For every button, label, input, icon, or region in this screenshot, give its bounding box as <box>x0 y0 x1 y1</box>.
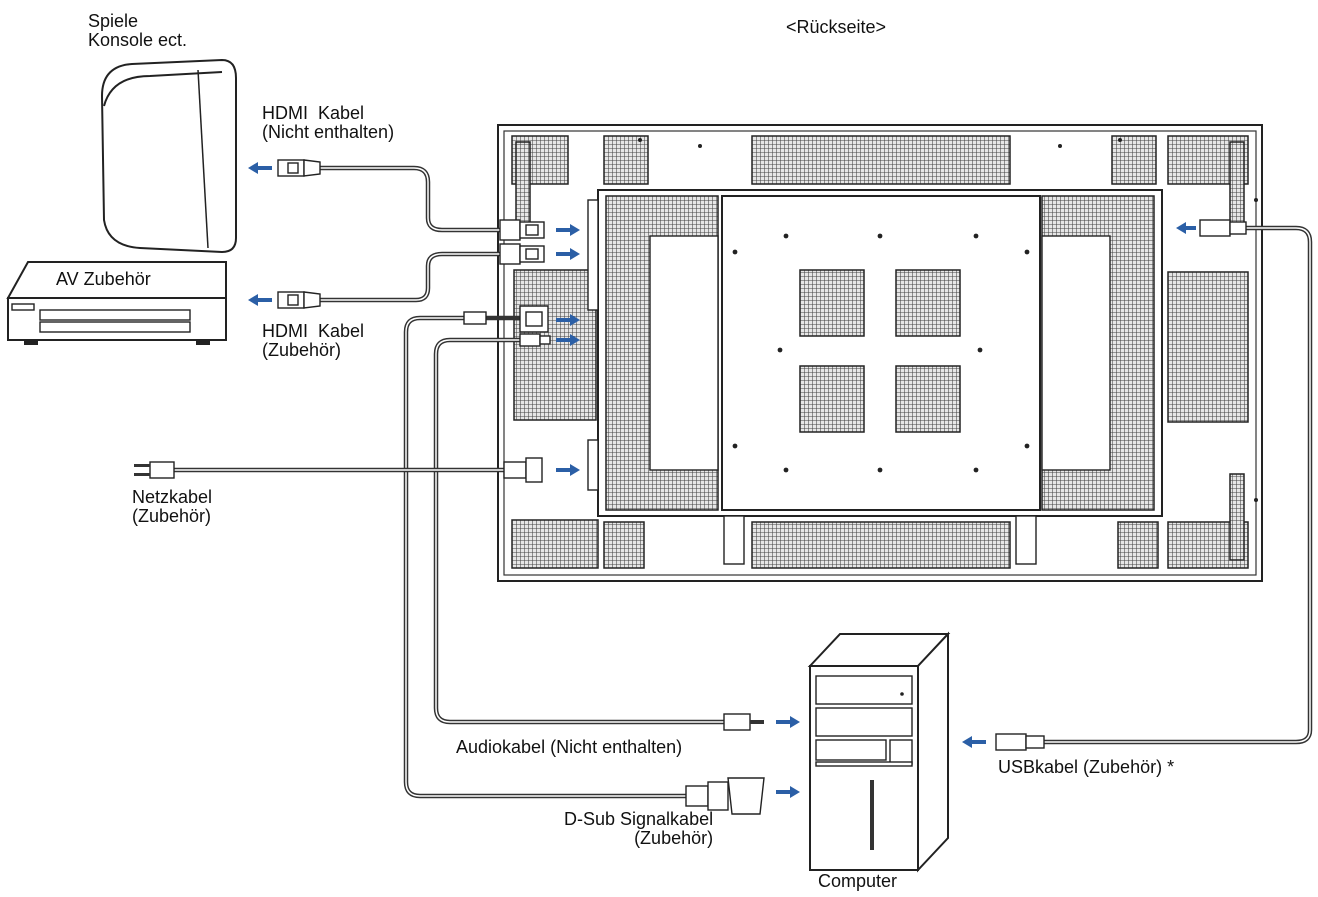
console-label: Spiele Konsole ect. <box>88 11 188 50</box>
hdmi-console-label: HDMI Kabel (Nicht enthalten) <box>262 103 395 142</box>
dsub-connector-icon <box>463 305 765 815</box>
av-device-label: AV Zubehör <box>56 269 151 289</box>
audio-jack-icon <box>519 333 764 731</box>
computer-label: Computer <box>818 871 898 891</box>
power-plug-icon <box>134 457 543 483</box>
game-console-icon <box>100 58 237 254</box>
usb-cable-label: USBkabel (Zubehör) * <box>998 757 1175 777</box>
hdmi-plug-icon <box>277 159 545 309</box>
usb-plug-icon <box>995 219 1247 751</box>
av-player-icon <box>6 261 227 345</box>
monitor-rear-panel <box>497 124 1263 582</box>
computer-tower-icon <box>807 631 951 873</box>
cable-lines <box>174 165 1313 799</box>
hdmi-av-label: HDMI Kabel (Zubehör) <box>262 321 365 360</box>
power-cable-label: Netzkabel (Zubehör) <box>132 487 213 526</box>
direction-arrow-icon <box>248 162 1196 798</box>
page-title: <Rückseite> <box>786 17 887 37</box>
dsub-cable-label: D-Sub Signalkabel (Zubehör) <box>564 809 714 848</box>
audio-cable-label: Audiokabel (Nicht enthalten) <box>456 737 683 757</box>
